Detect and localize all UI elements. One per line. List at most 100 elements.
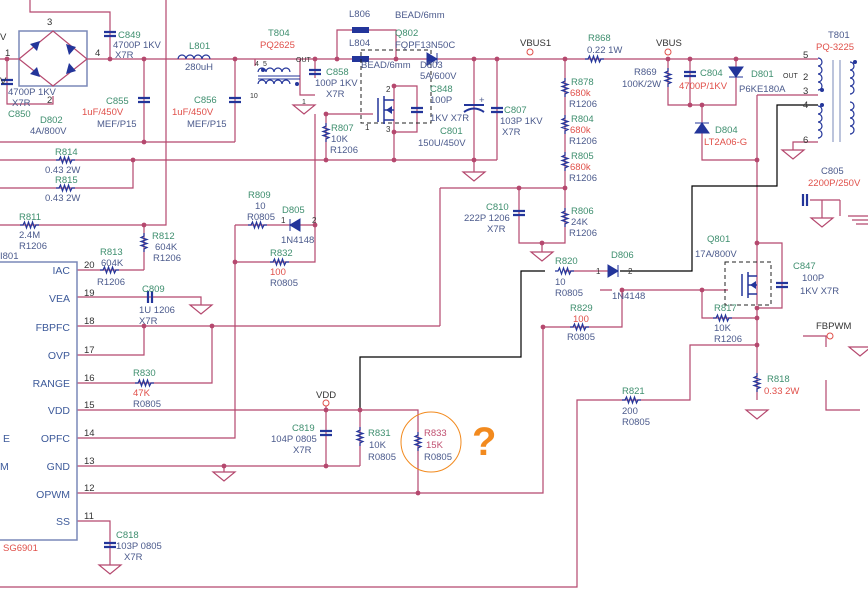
pin-label: 5 (803, 50, 808, 61)
value-label: 1N4148 (281, 235, 314, 246)
ref-label: R806 (571, 206, 594, 217)
value-label: 104P 0805 (271, 434, 317, 445)
resistor-r807 (322, 122, 330, 143)
pin-name: FBPFC (36, 322, 71, 334)
ic-ref: I801 (0, 251, 19, 262)
pin-number: 20 (84, 260, 95, 271)
ref-label: C805 (821, 166, 844, 177)
component-symbols: + (0, 27, 868, 575)
pin-number: 11 (84, 511, 94, 522)
question-mark-annotation: ? (472, 420, 496, 464)
pin-name: RANGE (33, 378, 70, 390)
testpoint-vdd (322, 399, 330, 407)
ref-label: R818 (767, 374, 790, 385)
pin-name: OPFC (41, 433, 71, 445)
pin-name: IAC (52, 265, 70, 277)
ref-label: D805 (282, 205, 305, 216)
ground-icon (530, 251, 554, 262)
pin-label: 2 (628, 267, 633, 276)
ground-icon (810, 217, 834, 228)
ref-label: T801 (828, 30, 850, 41)
ref-label: R811 (19, 212, 41, 223)
value-label: 103P 1KV (500, 116, 543, 127)
ref-label: R812 (152, 231, 175, 242)
package-label: R1206 (569, 136, 597, 147)
diode-d805 (289, 218, 301, 232)
value-label: 280uH (185, 62, 213, 73)
ic-sg6901: I801 SG6901 E M IAC VEA FBPFC OVP RANGE … (0, 251, 95, 554)
value-label: P6KE180A (739, 84, 786, 95)
value-label: 680k (570, 125, 591, 136)
pin-label: 4 (95, 48, 100, 59)
value-label: 4700P 1KV (113, 40, 162, 51)
electrolytic-capacitor-c801: + (463, 95, 485, 113)
ref-label: R815 (55, 175, 78, 186)
ref-label: L806 (349, 9, 370, 20)
transformer-t804 (257, 67, 300, 86)
pin-label: 2 (803, 72, 808, 83)
value-label: 10K (369, 440, 387, 451)
ref-label: R809 (248, 190, 271, 201)
value-label: FQPF13N50C (395, 40, 455, 51)
net-label-fbpwm: FBPWM (816, 321, 851, 332)
resistor-r868 (584, 55, 605, 63)
diode-d804 (694, 122, 710, 134)
ground-icon (745, 409, 769, 420)
resistor-r821 (621, 396, 642, 404)
value-label: 10K (331, 134, 349, 145)
ref-label: R829 (570, 303, 593, 314)
ref-label: C847 (793, 261, 816, 272)
value-label: 100 (573, 314, 589, 325)
ref-label: R833 (424, 428, 447, 439)
value-label: 4A/800V (30, 126, 67, 137)
ground-icon (462, 171, 486, 182)
pin-label: 2 (386, 85, 391, 94)
tvs-diode-d801 (728, 66, 744, 78)
ref-label: R878 (571, 77, 594, 88)
ref-label: C809 (142, 284, 165, 295)
resistor-r812 (140, 232, 148, 253)
pin-number: 12 (84, 483, 95, 494)
package-label: R0805 (133, 399, 161, 410)
pin-label: 1 (596, 267, 601, 276)
testpoint-vbus (664, 48, 672, 56)
package-label: R0805 (555, 288, 583, 299)
value-label: 604K (155, 242, 178, 253)
ref-label: C856 (194, 95, 217, 106)
package-label: R1206 (330, 145, 358, 156)
pin-number: 19 (84, 288, 95, 299)
value-label: 100K/2W (622, 79, 661, 90)
pin-name: VEA (49, 293, 70, 305)
pin-name: OPWM (36, 489, 70, 501)
value-label: 15K (426, 440, 444, 451)
package-label: R1206 (569, 99, 597, 110)
value-label: 1uF/450V (172, 107, 214, 118)
value-label: 680k (570, 88, 591, 99)
net-label-vbus: VBUS (656, 38, 682, 49)
labels: V V 1 2 3 4 C849 4700P 1KV X7R 4700P 1KV… (0, 9, 861, 563)
pin-label: 1 (365, 123, 370, 132)
value-label: 103P 0805 (116, 541, 162, 552)
ref-label: R814 (55, 147, 78, 158)
value-label: 0.22 1W (587, 45, 622, 56)
resistor-r805 (561, 151, 569, 172)
resistor-r804 (561, 114, 569, 135)
package-label: R0805 (247, 212, 275, 223)
pin-number: 15 (84, 400, 95, 411)
cut-label: V (0, 32, 7, 43)
value-label: PQ-3225 (816, 42, 854, 53)
value-label: 10K (714, 323, 732, 334)
package-label: R0805 (368, 452, 396, 463)
value-label: BEAD/6mm (395, 10, 445, 21)
diode-d806 (607, 264, 619, 278)
ref-label: C858 (326, 67, 349, 78)
ground-icon (781, 149, 805, 160)
resistor-r831 (356, 426, 364, 447)
package-label: R1206 (714, 334, 742, 345)
package-label: MEF/P15 (97, 119, 137, 130)
value-label: 5A/600V (420, 71, 457, 82)
cut-label: V (0, 76, 7, 87)
pin-label: 10 (250, 93, 258, 100)
resistor-r817 (712, 314, 733, 322)
